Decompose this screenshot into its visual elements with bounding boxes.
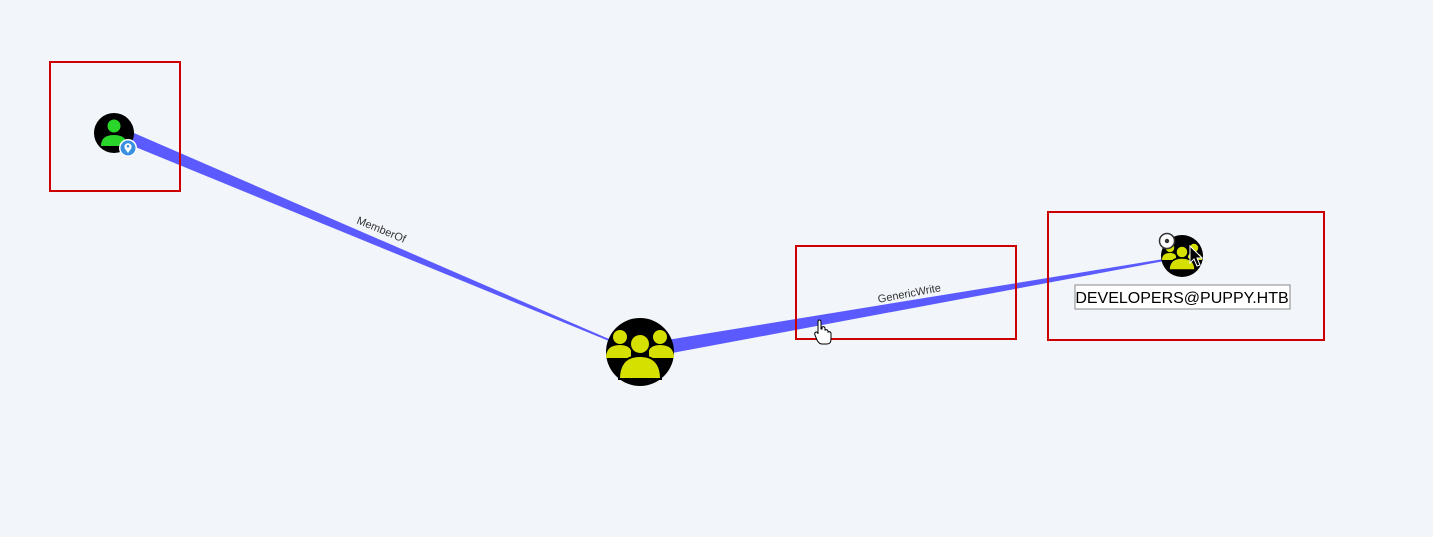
node-menu-icon[interactable] <box>1158 232 1176 250</box>
node-label-text: DEVELOPERS@PUPPY.HTB <box>1075 290 1288 307</box>
group-node-developers[interactable]: DEVELOPERS@PUPPY.HTB <box>1074 232 1291 310</box>
location-pin-icon <box>119 139 137 157</box>
arrow-cursor-icon <box>1189 244 1204 267</box>
highlight-box-genericwrite <box>795 245 1017 340</box>
user-node[interactable] <box>94 113 137 157</box>
highlight-box-user <box>49 61 181 192</box>
group-icon <box>606 330 674 380</box>
hand-cursor-icon <box>814 319 832 345</box>
highlight-box-developers <box>1047 211 1325 341</box>
edge-memberof[interactable]: MemberOf <box>127 130 609 341</box>
group-node-center[interactable] <box>606 318 674 386</box>
node-label-developers: DEVELOPERS@PUPPY.HTB <box>1074 284 1291 310</box>
